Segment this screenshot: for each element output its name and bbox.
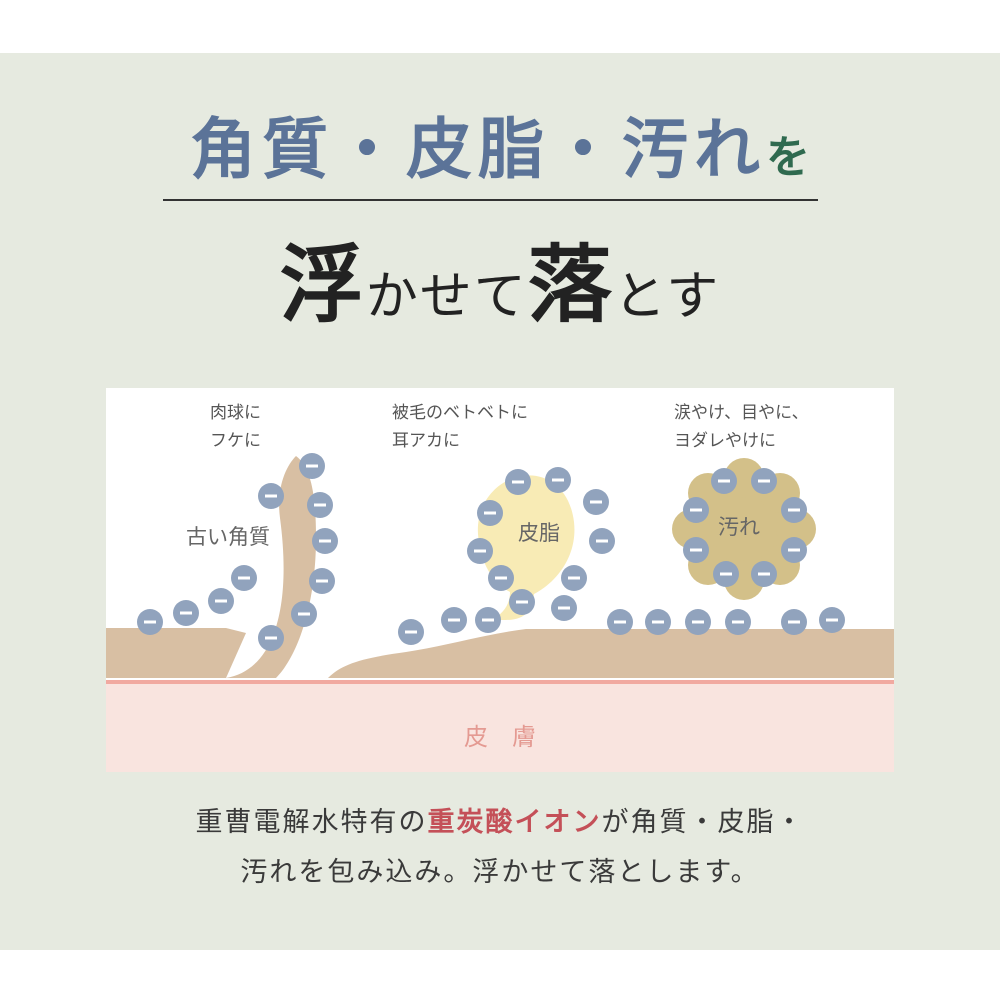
cleaning-diagram: 肉球に フケに 被毛のベトベトに 耳アカに 涙やけ、目やに、 ヨダレやけに 古い… (106, 388, 894, 772)
label-dirt-line1: 涙やけ、目やに、 (674, 402, 809, 423)
caption-prefix: 重曹電解水特有の (195, 807, 428, 838)
label-keratin-line2: フケに (210, 431, 261, 451)
dirt-label: 汚れ (718, 515, 760, 539)
headline-kasete: かせて (365, 267, 528, 327)
keratin-layer-left (106, 628, 246, 678)
old-keratin-flake (226, 456, 316, 678)
skin-surface-line (106, 680, 894, 684)
keratin-label: 古い角質 (186, 525, 270, 549)
label-dirt-line2: ヨダレやけに (674, 431, 776, 451)
label-sebum-line2: 耳アカに (392, 431, 460, 451)
label-sebum-line1: 被毛のベトベトに (392, 403, 528, 423)
sebum-label: 皮脂 (518, 521, 560, 545)
caption-line1: 重曹電解水特有の重炭酸イオンが角質・皮脂・ (0, 800, 1000, 839)
diagram-illustration: 肉球に フケに 被毛のベトベトに 耳アカに 涙やけ、目やに、 ヨダレやけに 古い… (106, 388, 894, 772)
headline-particle: を (766, 132, 810, 183)
caption-highlight: 重炭酸イオン (427, 807, 602, 838)
headline-float-kanji: 浮 (279, 235, 366, 334)
skin-layer (106, 684, 894, 772)
caption-line2: 汚れを包み込み。浮かせて落とします。 (240, 857, 760, 888)
keratin-layer-right (328, 629, 894, 678)
headline-drop-kanji: 落 (527, 235, 614, 334)
headline-line1: 角質・皮脂・汚れを (0, 104, 1000, 203)
headline-main: 角質・皮脂・汚れ (190, 110, 766, 188)
headline-underline (163, 199, 818, 201)
label-keratin-line1: 肉球に (210, 403, 261, 423)
skin-label: 皮 膚 (464, 723, 536, 751)
headline-tosu: とす (613, 267, 721, 327)
caption-suffix: が角質・皮脂・ (601, 807, 805, 838)
headline-line2: 浮かせて落とす (0, 230, 1000, 364)
